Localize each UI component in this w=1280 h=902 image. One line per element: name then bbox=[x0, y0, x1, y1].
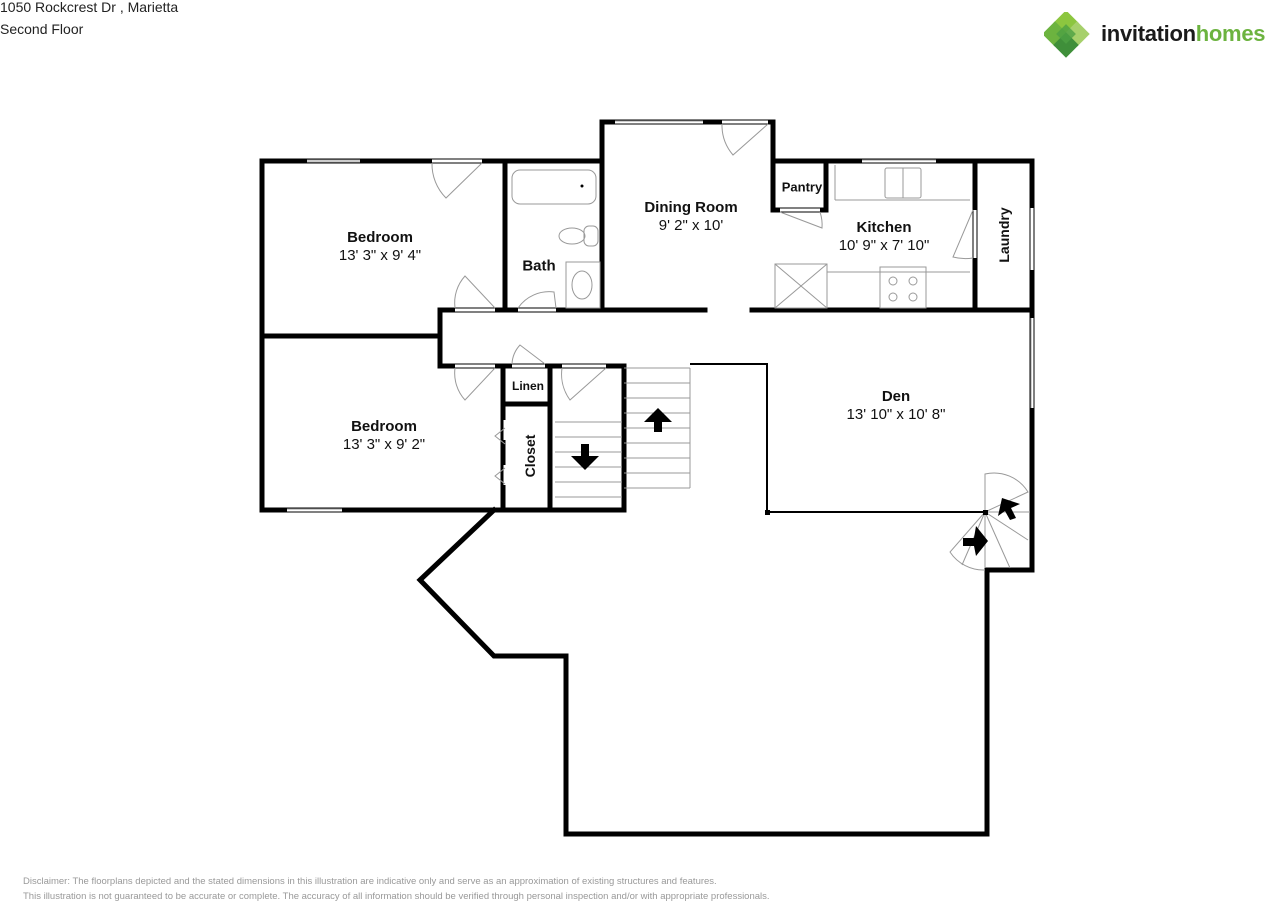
room-dims: 13' 10" x 10' 8" bbox=[846, 406, 946, 423]
room-name: Dining Room bbox=[644, 199, 738, 216]
disclaimer-line1: Disclaimer: The floorplans depicted and … bbox=[23, 876, 717, 887]
disclaimer-line2: This illustration is not guaranteed to b… bbox=[23, 891, 770, 902]
spiral-down-arrow bbox=[963, 526, 988, 556]
wall-bath bbox=[502, 158, 605, 313]
logo-word-invitation: invitation bbox=[1101, 21, 1196, 46]
room-name: Bedroom bbox=[351, 418, 417, 435]
wall-hall-bottom bbox=[437, 307, 627, 513]
room-name: Bedroom bbox=[347, 229, 413, 246]
room-linen: Linen bbox=[512, 379, 544, 393]
floor-label: Second Floor bbox=[0, 21, 84, 37]
invitation-homes-logo: invitationhomes bbox=[1042, 10, 1280, 60]
stairs-up-arrow bbox=[644, 408, 672, 432]
den-railing bbox=[690, 363, 985, 513]
wall-linen-closet bbox=[500, 363, 553, 513]
room-dims: 9' 2" x 10' bbox=[658, 217, 724, 234]
wall-den-outer bbox=[416, 305, 1035, 837]
logo-word-homes: homes bbox=[1195, 21, 1266, 46]
room-name: Kitchen bbox=[856, 219, 912, 236]
room-dims: 13' 3" x 9' 4" bbox=[338, 247, 422, 264]
room-kitchen: Kitchen 10' 9" x 7' 10" bbox=[839, 219, 930, 255]
stairs-down-arrow bbox=[571, 444, 599, 470]
room-laundry: Laundry bbox=[996, 207, 1012, 263]
spiral-up-arrow bbox=[998, 498, 1020, 520]
room-pantry: Pantry bbox=[781, 179, 823, 195]
clover-diamond-icon bbox=[1042, 10, 1090, 58]
room-dims: 10' 9" x 7' 10" bbox=[838, 237, 930, 254]
room-bedroom1: Bedroom 13' 3" x 9' 4" bbox=[339, 229, 421, 265]
room-name: Den bbox=[881, 388, 911, 405]
room-bath: Bath bbox=[522, 257, 556, 275]
room-dims: 13' 3" x 9' 2" bbox=[342, 436, 426, 453]
room-closet: Closet bbox=[522, 434, 538, 478]
property-address: 1050 Rockcrest Dr , Marietta bbox=[0, 0, 179, 15]
room-dining: Dining Room 9' 2" x 10' bbox=[644, 199, 737, 235]
room-den: Den 13' 10" x 10' 8" bbox=[847, 388, 946, 424]
room-bedroom2: Bedroom 13' 3" x 9' 2" bbox=[343, 418, 425, 454]
